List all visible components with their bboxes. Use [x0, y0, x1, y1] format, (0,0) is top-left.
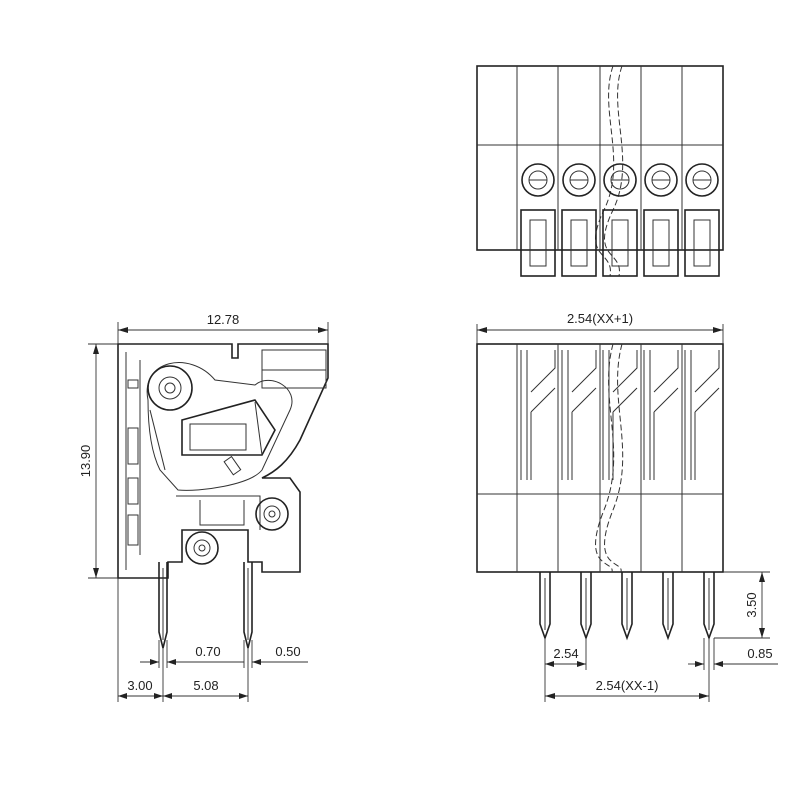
dim-width-total-label: 12.78 [207, 312, 240, 327]
dim-pin-span-label: 2.54(XX-1) [596, 678, 659, 693]
front-view [476, 343, 724, 641]
dim-width-total: 12.78 [117, 312, 329, 344]
dim-row-spacing-label: 5.08 [193, 678, 218, 693]
dim-pin-length-label: 3.50 [744, 592, 759, 617]
dim-pin-offset-label: 0.50 [275, 644, 300, 659]
front-pins [539, 572, 715, 641]
dim-height-total-label: 13.90 [78, 445, 93, 478]
dim-height-total: 13.90 [78, 343, 118, 579]
top-view [476, 65, 724, 277]
dim-pin-width-label: 0.70 [195, 644, 220, 659]
dim-edge-offset-label: 3.00 [127, 678, 152, 693]
dim-row-spacing: 3.00 5.08 [117, 578, 249, 702]
spring-slots [520, 350, 720, 480]
dim-pin-span: 2.54(XX-1) [544, 638, 710, 702]
dim-pitch-total-label: 2.54(XX+1) [567, 311, 633, 326]
dim-pin-diameter: 0.85 [688, 638, 778, 670]
screw-circles [521, 163, 719, 197]
side-pins [158, 562, 253, 649]
dim-pitch-label: 2.54 [553, 646, 578, 661]
wire-entry-slots [520, 209, 720, 277]
dim-pin-length: 3.50 [714, 571, 770, 639]
dim-pitch-total: 2.54(XX+1) [476, 311, 724, 344]
dim-pin-diameter-label: 0.85 [747, 646, 772, 661]
dim-pin-width: 0.70 0.50 [140, 640, 308, 668]
side-view [117, 343, 329, 649]
dim-pitch: 2.54 [544, 638, 587, 670]
